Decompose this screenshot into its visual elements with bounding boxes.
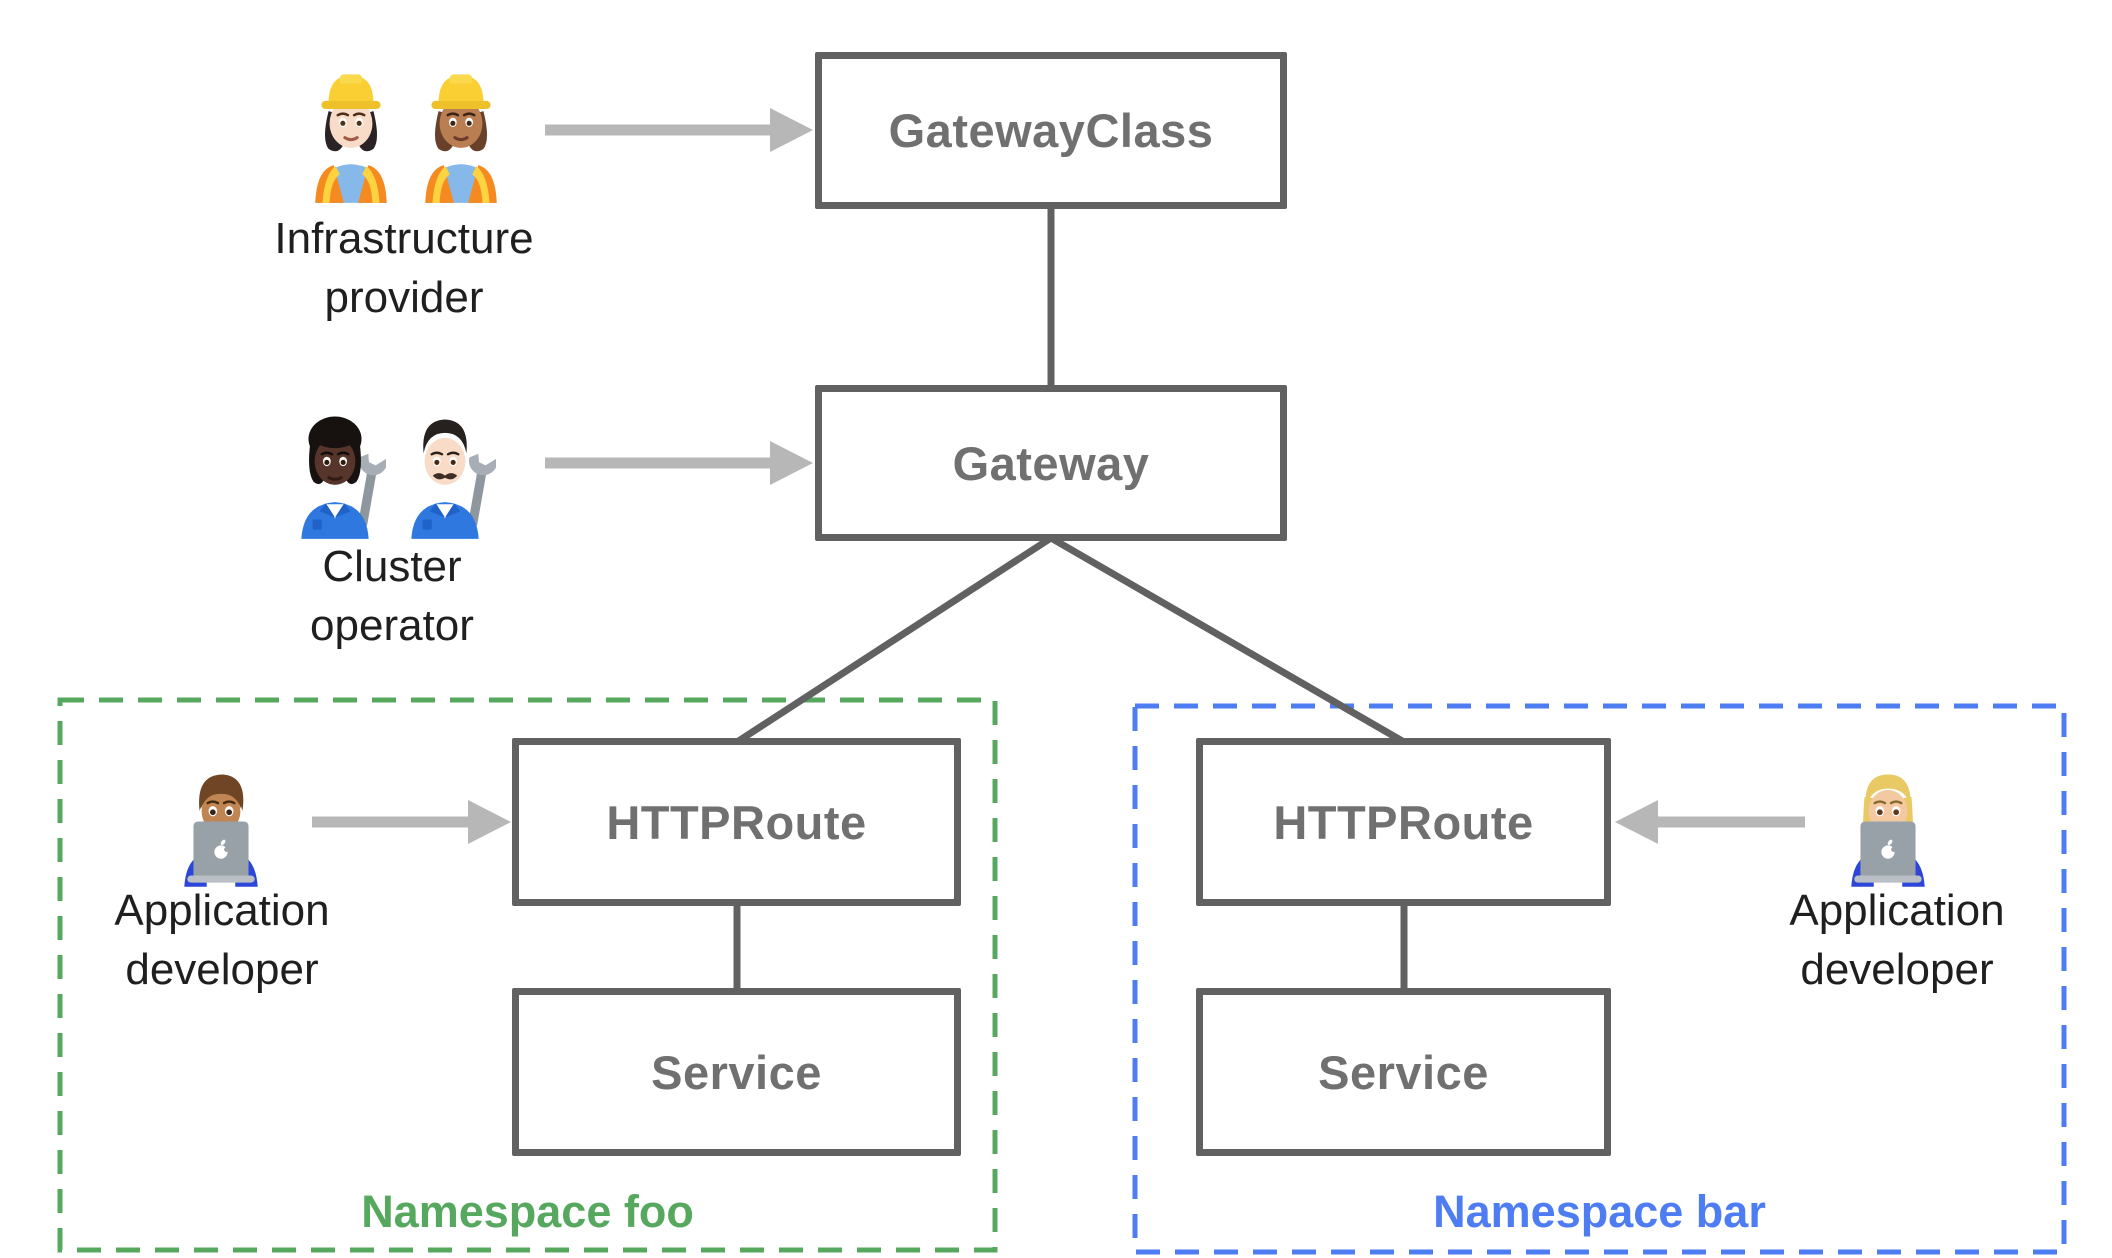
- arrow-app-developer-foo-head: [468, 800, 511, 844]
- cluster-operator-icons: [284, 396, 496, 539]
- namespace-bar-label: Namespace bar: [1433, 1186, 1766, 1237]
- connector-gateway-httproute-bar: [1049, 534, 1406, 746]
- node-service-foo-label: Service: [651, 1045, 822, 1099]
- namespace-foo-label: Namespace foo: [361, 1186, 694, 1237]
- person-mechanic-dark-icon: [301, 416, 386, 539]
- man-mechanic-light-icon: [411, 419, 496, 539]
- infrastructure-provider-icons: [300, 60, 512, 203]
- infrastructure-provider-label: Infrastructure provider: [274, 214, 534, 322]
- woman-technologist-icon: [1851, 774, 1925, 887]
- node-httproute-foo: HTTPRoute: [512, 738, 961, 906]
- application-developer-foo-icon-group: [170, 752, 272, 895]
- application-developer-foo-label: Application developer: [114, 886, 330, 994]
- node-service-foo: Service: [512, 988, 961, 1156]
- node-gatewayclass: GatewayClass: [815, 52, 1287, 209]
- application-developer-bar-label: Application developer: [1789, 886, 2005, 994]
- node-service-bar: Service: [1196, 988, 1611, 1156]
- node-gateway: Gateway: [815, 385, 1287, 541]
- cluster-operator-label: Cluster operator: [310, 542, 474, 650]
- node-service-bar-label: Service: [1318, 1045, 1489, 1099]
- woman-construction-worker-medium-icon: [425, 74, 497, 203]
- namespace-foo-boundary: [57, 697, 998, 1253]
- arrow-infrastructure-provider-head: [770, 108, 813, 152]
- connector-gateway-httproute-foo: [735, 535, 1053, 745]
- node-gateway-label: Gateway: [952, 436, 1150, 490]
- node-httproute-bar-label: HTTPRoute: [1273, 795, 1534, 849]
- man-technologist-icon: [184, 774, 258, 887]
- application-developer-bar-icon-group: [1837, 752, 1939, 895]
- node-httproute-bar: HTTPRoute: [1196, 738, 1611, 906]
- woman-construction-worker-light-icon: [315, 74, 387, 203]
- node-httproute-foo-label: HTTPRoute: [606, 795, 867, 849]
- node-gatewayclass-label: GatewayClass: [888, 104, 1214, 157]
- arrow-app-developer-bar-head: [1615, 800, 1658, 844]
- arrow-cluster-operator-head: [770, 441, 813, 485]
